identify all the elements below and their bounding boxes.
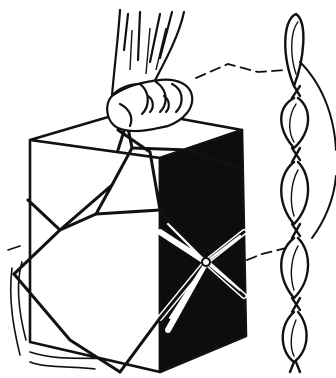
box-front-face	[30, 140, 160, 372]
detail-circle	[300, 62, 336, 238]
